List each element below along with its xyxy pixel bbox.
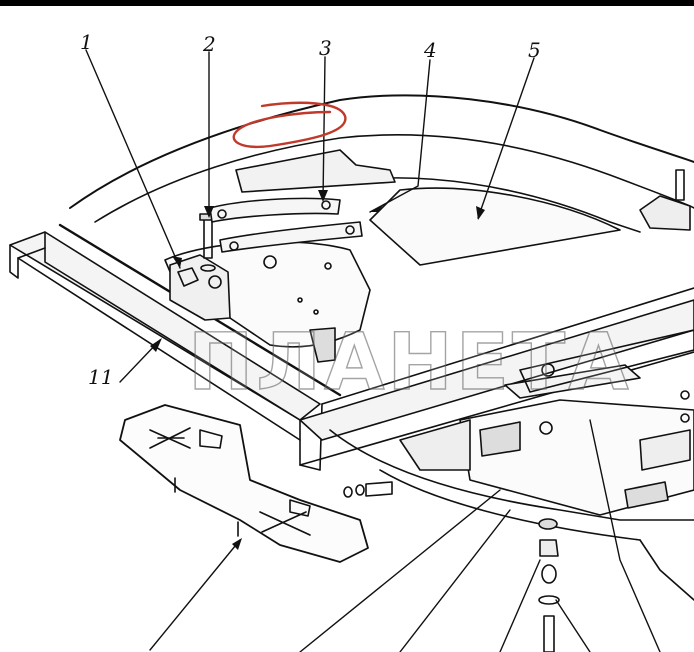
lower-floor-edge-2 (379, 469, 641, 541)
floor-panel-inner-edge (94, 134, 694, 223)
right-arm (519, 329, 694, 393)
floor-panel-outline (69, 94, 694, 209)
floor-recess (369, 187, 621, 266)
bolt-washer-set (343, 481, 393, 498)
upper-bracket (235, 149, 396, 193)
callout-11: 11 (88, 365, 114, 389)
callout-2: 2 (203, 32, 216, 56)
strap-plate-3 (209, 197, 341, 223)
right-mount (639, 169, 691, 231)
skid-plate (119, 404, 369, 563)
mount-bushing-stack (538, 518, 560, 652)
callout-5: 5 (528, 38, 541, 62)
bracket-1 (169, 254, 231, 321)
callout-3: 3 (319, 36, 332, 60)
strap-plate-4 (219, 221, 363, 253)
arrow-heads (150, 190, 485, 550)
red-annotation-scribble (232, 101, 347, 149)
callout-1: 1 (80, 30, 93, 54)
top-border-bar (0, 0, 694, 6)
leader-lines (85, 49, 661, 652)
watermark-text: ПЛАНЕТА (187, 317, 632, 408)
callout-4: 4 (424, 38, 437, 62)
lower-floor-edge (329, 429, 694, 521)
